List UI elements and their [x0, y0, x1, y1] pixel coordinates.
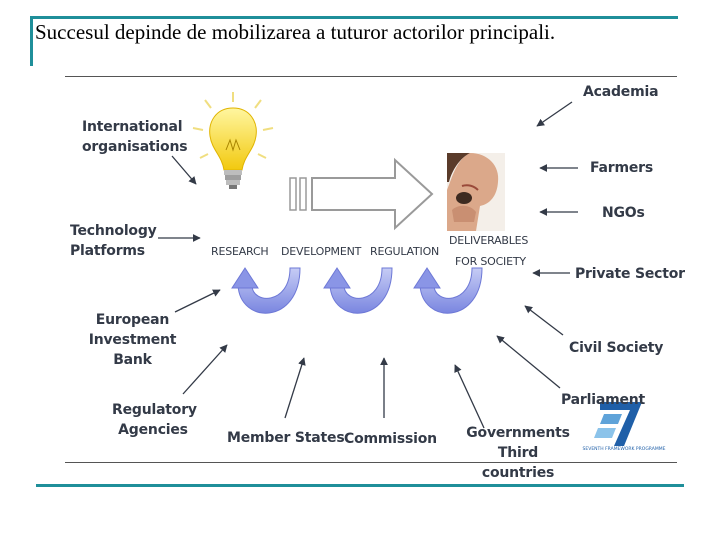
actor-technology-platforms: Technology Platforms — [70, 223, 157, 259]
flow-for-society: FOR SOCIETY — [455, 255, 526, 268]
actor-commission: Commission — [344, 431, 437, 447]
slide-frame-bottom — [36, 484, 684, 487]
flow-development: DEVELOPMENT — [281, 245, 362, 258]
lightbulb-icon — [192, 92, 274, 189]
arrow-governments-third-countries — [454, 364, 485, 429]
arrow-parliament — [496, 335, 561, 389]
arrow-member-states — [284, 357, 306, 419]
actor-governments-third-countries: Governments Third countries — [466, 425, 570, 481]
diagram-bottom-rule — [65, 462, 677, 463]
cycle-arrow-icon — [413, 267, 483, 314]
slide-frame-top — [30, 16, 678, 19]
fp7-logo-icon: SEVENTH FRAMEWORK PROGRAMME — [583, 402, 666, 452]
arrow-european-investment-bank — [174, 289, 221, 313]
arrow-regulatory-agencies — [182, 344, 228, 395]
cycle-arrow-icon — [323, 267, 393, 314]
actor-parliament: Parliament — [561, 392, 646, 408]
actor-european-investment-bank: European Investment Bank — [88, 312, 177, 368]
actor-academia: Academia — [583, 84, 659, 100]
cycle-arrow-icon — [231, 267, 301, 314]
actor-farmers: Farmers — [590, 160, 654, 176]
diagram-top-rule — [65, 76, 677, 77]
actor-ngos: NGOs — [602, 205, 645, 221]
fp7-logo-text: SEVENTH FRAMEWORK PROGRAMME — [583, 446, 666, 452]
flow-research: RESEARCH — [211, 245, 269, 258]
arrow-civil-society — [524, 305, 564, 336]
arrow-international-organisations — [171, 155, 197, 185]
actor-private-sector: Private Sector — [575, 266, 685, 282]
flow-deliverables: DELIVERABLES — [449, 234, 529, 247]
actor-member-states: Member States — [227, 430, 345, 446]
actor-international-organisations: International organisations — [82, 119, 188, 155]
person-photo — [447, 153, 505, 231]
flow-regulation: REGULATION — [370, 245, 440, 258]
slide-title: Succesul depinde de mobilizarea a tuturo… — [35, 20, 556, 44]
arrow-academia — [536, 101, 573, 127]
actor-civil-society: Civil Society — [569, 340, 664, 356]
progress-arrow-icon — [289, 157, 434, 231]
slide-frame-left — [30, 16, 33, 66]
actor-regulatory-agencies: Regulatory Agencies — [112, 402, 197, 438]
